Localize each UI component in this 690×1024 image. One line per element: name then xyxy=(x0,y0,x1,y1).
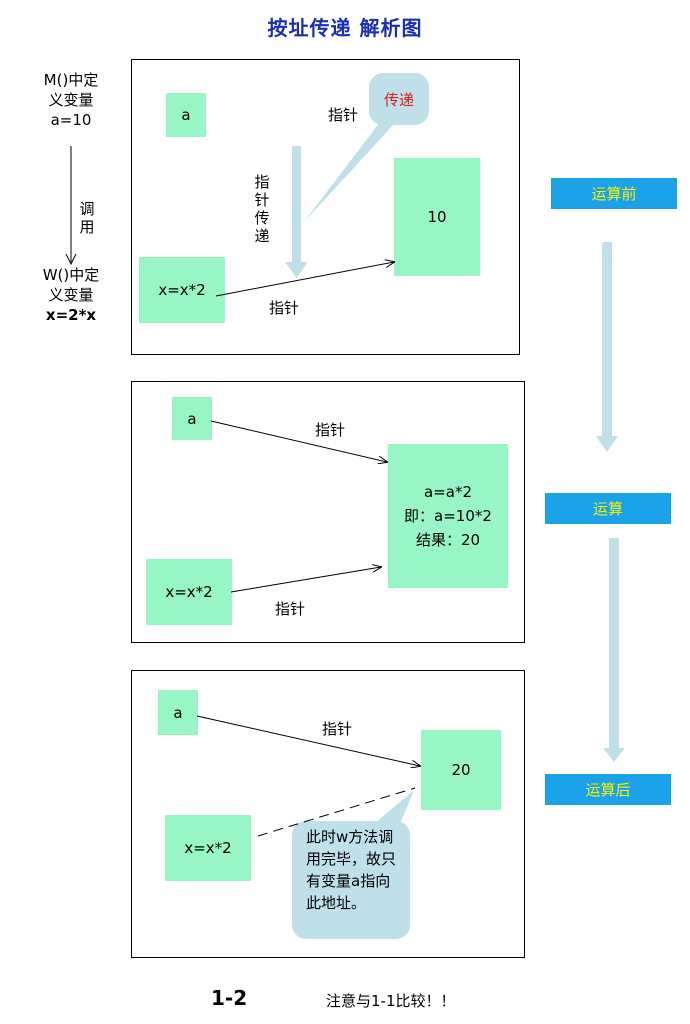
panel1-callout: 传递 xyxy=(369,73,429,125)
page-title: 按址传递 解析图 xyxy=(267,16,423,40)
w-definition: W()中定 义变量 x=2*x xyxy=(28,265,114,325)
panel2-pointer-label-top: 指针 xyxy=(315,421,346,439)
m-line3: a=10 xyxy=(50,111,92,129)
call-arrow xyxy=(65,146,77,266)
panel2-box-x: x=x*2 xyxy=(146,559,232,625)
panel1-box-value: 10 xyxy=(394,158,480,276)
w-line2: 义变量 xyxy=(48,286,94,304)
stage-after: 运算后 xyxy=(545,774,671,805)
panel1-pointer-label-top: 指针 xyxy=(328,106,359,124)
m-definition: M()中定 义变量 a=10 xyxy=(28,70,114,130)
panel1-box-x: x=x*2 xyxy=(139,257,225,323)
stage-during: 运算 xyxy=(545,493,671,524)
call-label: 调用 xyxy=(79,200,95,236)
panel3-callout: 此时w方法调用完毕，故只有变量a指向此地址。 xyxy=(292,821,410,939)
panel3-pointer-label-top: 指针 xyxy=(322,720,353,738)
panel-2: a a=a*2 即：a=10*2 结果：20 x=x*2 指针 指针 xyxy=(131,381,525,643)
panel-1: a 10 x=x*2 指针 指针传递 指针 传递 xyxy=(131,59,520,355)
panel1-pointer-label-bottom: 指针 xyxy=(269,299,300,317)
panel2-pointer-label-bottom: 指针 xyxy=(275,600,306,618)
footer-note: 注意与1-1比较！！ xyxy=(326,992,456,1010)
panel3-box-a: a xyxy=(158,690,198,735)
w-line3: x=2*x xyxy=(45,306,97,324)
panel1-box-a: a xyxy=(166,93,206,137)
stage-arrow-1 xyxy=(596,242,618,452)
panel3-box-x: x=x*2 xyxy=(165,815,251,881)
w-line1: W()中定 xyxy=(42,266,100,284)
stage-arrow-2 xyxy=(603,538,625,762)
panel1-pointer-pass-label: 指针传递 xyxy=(254,173,270,245)
panel2-box-a: a xyxy=(172,397,212,440)
panel3-box-value: 20 xyxy=(421,730,501,810)
m-line1: M()中定 xyxy=(43,71,99,89)
stage-before: 运算前 xyxy=(551,178,677,209)
footer-number: 1-2 xyxy=(211,986,248,1010)
m-line2: 义变量 xyxy=(48,91,94,109)
panel2-box-value: a=a*2 即：a=10*2 结果：20 xyxy=(388,444,508,588)
panel-3: a 20 x=x*2 指针 此时w方法调用完毕，故只有变量a指向此地址。 xyxy=(131,670,525,958)
